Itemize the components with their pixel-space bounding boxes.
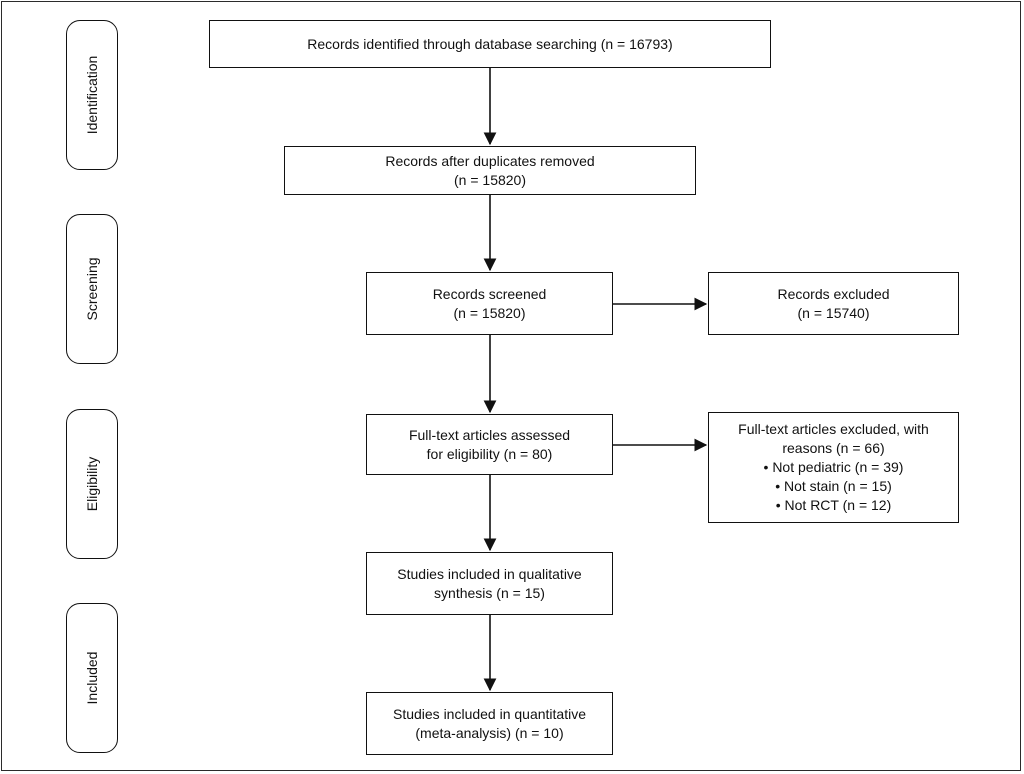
phase-included: Included (66, 603, 118, 753)
box-quantitative-synthesis-line1: Studies included in quantitative (392, 705, 587, 722)
box-fulltext-excluded: Full-text articles excluded, with reason… (708, 412, 959, 523)
box-fulltext-assessed: Full-text articles assessed for eligibil… (366, 414, 613, 475)
box-duplicates-removed-line2: (n = 15820) (454, 171, 526, 188)
box-duplicates-removed: Records after duplicates removed (n = 15… (284, 146, 696, 195)
box-fulltext-assessed-line1: Full-text articles assessed (408, 426, 571, 443)
box-fulltext-excluded-line2: reasons (n = 66) (782, 440, 885, 456)
box-records-screened-line1: Records screened (432, 285, 547, 302)
box-records-screened-line2: (n = 15820) (453, 304, 526, 321)
box-qualitative-synthesis-line1: Studies included in qualitative (397, 565, 582, 582)
box-records-identified-text: Records identified through database sear… (307, 35, 673, 52)
box-fulltext-assessed-line2: for eligibility (n = 80) (426, 445, 553, 462)
box-qualitative-synthesis: Studies included in qualitative synthesi… (366, 552, 613, 615)
box-quantitative-synthesis: Studies included in quantitative (meta-a… (366, 692, 613, 755)
box-records-identified: Records identified through database sear… (209, 20, 771, 68)
phase-eligibility: Eligibility (66, 409, 118, 559)
box-records-excluded-line2: (n = 15740) (797, 304, 870, 321)
box-qualitative-synthesis-line2: synthesis (n = 15) (434, 584, 545, 601)
box-records-screened: Records screened (n = 15820) (366, 272, 613, 335)
box-fulltext-excluded-reason-2: • Not stain (n = 15) (775, 478, 892, 494)
box-quantitative-synthesis-line2: (meta-analysis) (n = 10) (415, 724, 564, 741)
box-records-excluded: Records excluded (n = 15740) (708, 272, 959, 335)
box-duplicates-removed-line1: Records after duplicates removed (385, 152, 595, 169)
box-fulltext-excluded-reason-1: • Not pediatric (n = 39) (763, 459, 904, 475)
phase-screening: Screening (66, 214, 118, 364)
box-fulltext-excluded-line1: Full-text articles excluded, with (738, 421, 929, 437)
box-records-excluded-line1: Records excluded (777, 285, 890, 302)
box-fulltext-excluded-reason-3: • Not RCT (n = 12) (775, 497, 892, 513)
phase-identification: Identification (66, 20, 118, 170)
